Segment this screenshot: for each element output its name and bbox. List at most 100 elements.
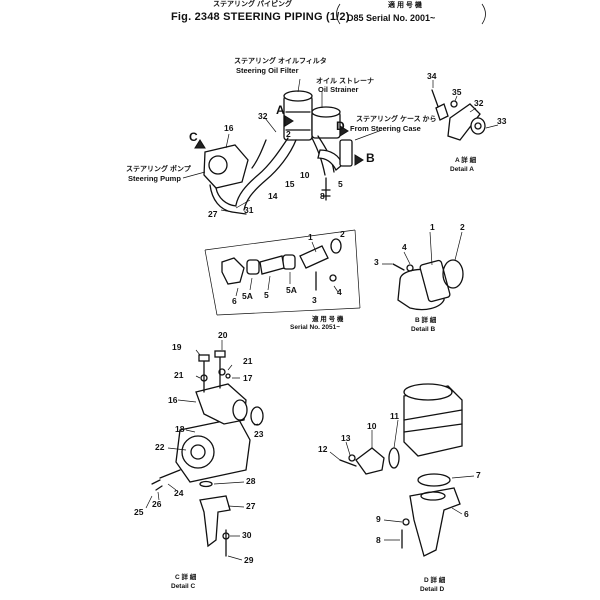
callout-8: 8 bbox=[320, 191, 325, 201]
detail-d-strainer-bands bbox=[403, 409, 463, 433]
oil-strainer-jp: オイル ストレーナ bbox=[316, 78, 374, 85]
inset-pipe-1 bbox=[299, 245, 329, 269]
detail-c-callout-21a: 21 bbox=[174, 370, 184, 380]
detail-a-callout-35: 35 bbox=[452, 87, 462, 97]
callout-27: 27 bbox=[208, 209, 218, 219]
detail-c-callout-27: 27 bbox=[246, 501, 256, 511]
oil-filter-top bbox=[283, 90, 313, 102]
detail-c-label: Detail C bbox=[171, 583, 196, 590]
detail-c-callout-21b: 21 bbox=[243, 356, 253, 366]
detail-c-view bbox=[145, 340, 264, 561]
detail-a-flange bbox=[470, 117, 486, 135]
detail-b-oring-2 bbox=[442, 259, 464, 289]
detail-a-flange-hole bbox=[474, 122, 482, 130]
inset-serial-jp: 適 用 号 機 bbox=[312, 316, 344, 323]
detail-c-jp: C 詳 細 bbox=[175, 574, 197, 581]
inset-leads bbox=[235, 241, 339, 297]
serial-jp: 適 用 号 機 bbox=[388, 2, 422, 9]
detail-c-oring-23 bbox=[250, 406, 264, 426]
arrow-a bbox=[284, 115, 294, 127]
detail-d-strainer-body bbox=[403, 385, 463, 457]
detail-d-bolt-12 bbox=[339, 459, 357, 467]
oil-strainer-top bbox=[311, 106, 341, 118]
callout-2: 2 bbox=[286, 129, 291, 139]
detail-c-pump-face bbox=[181, 435, 215, 469]
lead-31 bbox=[235, 199, 251, 209]
lead-16 bbox=[225, 133, 230, 149]
detail-b-callout-3: 3 bbox=[374, 257, 379, 267]
inset-border-left bbox=[204, 249, 218, 316]
detail-c-callout-17: 17 bbox=[243, 373, 253, 383]
detail-c-bolt-20-head bbox=[214, 350, 226, 358]
lead-pump bbox=[182, 171, 206, 179]
detail-b-washer-4 bbox=[406, 264, 414, 272]
title-jp: ステアリング パイピング bbox=[213, 1, 292, 8]
lead-filter bbox=[297, 78, 301, 93]
detail-c-callout-28: 28 bbox=[246, 476, 256, 486]
detail-b-leads bbox=[382, 231, 463, 266]
inset-callout-1: 1 bbox=[308, 232, 313, 242]
detail-c-callout-23: 23 bbox=[254, 429, 264, 439]
detail-c-flange-27 bbox=[199, 495, 231, 548]
detail-c-callout-19: 19 bbox=[172, 342, 182, 352]
detail-c-oring-28 bbox=[199, 480, 213, 488]
detail-d-callout-8: 8 bbox=[376, 535, 381, 545]
detail-c-callout-24: 24 bbox=[174, 488, 184, 498]
case-flange bbox=[339, 139, 353, 167]
detail-b-view bbox=[382, 231, 464, 311]
view-letter-a: A bbox=[276, 103, 285, 117]
detail-d-callout-13: 13 bbox=[341, 433, 351, 443]
detail-d-callout-9: 9 bbox=[376, 514, 381, 524]
detail-b-jp: B 詳 細 bbox=[415, 317, 437, 324]
detail-d-view bbox=[329, 383, 475, 557]
detail-d-label: Detail D bbox=[420, 586, 445, 593]
page-title: Fig. 2348 STEERING PIPING (1/2) bbox=[171, 11, 350, 23]
detail-c-callout-22: 22 bbox=[155, 442, 165, 452]
oil-filter-bands bbox=[285, 111, 311, 131]
detail-d-callout-6: 6 bbox=[464, 509, 469, 519]
detail-d-leads bbox=[329, 419, 475, 541]
inset-callout-3: 3 bbox=[312, 295, 317, 305]
detail-d-callout-7: 7 bbox=[476, 470, 481, 480]
detail-c-nut-17 bbox=[225, 373, 231, 379]
detail-a-callout-32: 32 bbox=[474, 98, 484, 108]
detail-d-callout-10: 10 bbox=[367, 421, 377, 431]
detail-c-leads bbox=[145, 340, 259, 561]
oil-filter-label: Steering Oil Filter bbox=[236, 66, 299, 75]
detail-d-callout-12: 12 bbox=[318, 444, 328, 454]
callout-10: 10 bbox=[300, 170, 310, 180]
oil-filter-jp: ステアリング オイルフィルタ bbox=[234, 58, 327, 65]
arrow-d bbox=[339, 125, 349, 137]
detail-c-callout-20: 20 bbox=[218, 330, 228, 340]
detail-c-bolt-19-head bbox=[198, 354, 210, 362]
elbow-d bbox=[317, 149, 343, 172]
detail-d-washer-9 bbox=[402, 518, 410, 526]
view-letter-b: B bbox=[366, 151, 375, 165]
detail-d-flange-10 bbox=[355, 447, 385, 475]
inset-callout-5a-2: 5A bbox=[286, 285, 297, 295]
inset-callout-2: 2 bbox=[340, 229, 345, 239]
hose-27 bbox=[231, 211, 247, 215]
inset-callout-5: 5 bbox=[264, 290, 269, 300]
detail-a-block-32 bbox=[447, 103, 481, 141]
detail-d-elbow-port bbox=[420, 491, 446, 501]
pump-outlet-pipe bbox=[215, 187, 237, 207]
detail-c-callout-30: 30 bbox=[242, 530, 252, 540]
inset-callout-6: 6 bbox=[232, 296, 237, 306]
detail-a-callout-33: 33 bbox=[497, 116, 507, 126]
detail-b-callout-4: 4 bbox=[402, 242, 407, 252]
pipe-1 bbox=[235, 137, 289, 206]
detail-a-view bbox=[431, 80, 499, 141]
callout-31: 31 bbox=[244, 205, 254, 215]
callout-14: 14 bbox=[268, 191, 278, 201]
arrow-c bbox=[194, 139, 206, 149]
inset-serial: Serial No. 2051~ bbox=[290, 324, 341, 331]
inset-clamp-5a-1 bbox=[246, 259, 260, 275]
detail-c-callout-16: 16 bbox=[168, 395, 178, 405]
inset-border-right bbox=[354, 229, 361, 309]
inset-callout-5a-1: 5A bbox=[242, 291, 253, 301]
steering-pump-port bbox=[208, 155, 228, 175]
detail-d-oring-7 bbox=[417, 473, 451, 487]
detail-a-washer-35 bbox=[450, 100, 458, 108]
